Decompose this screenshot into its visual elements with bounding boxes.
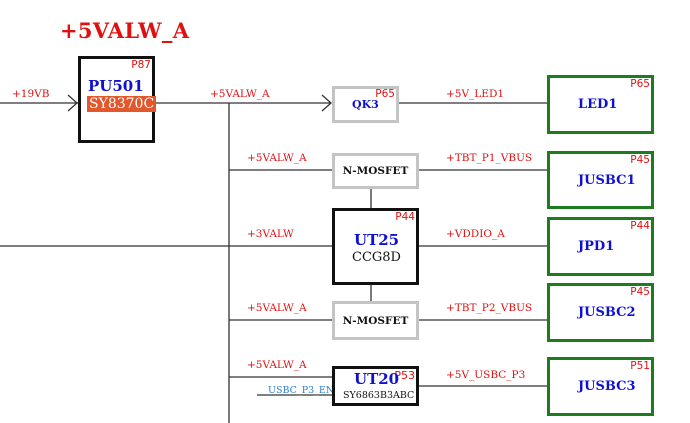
connector-jusbc3[interactable]: P51 JUSBC3: [547, 357, 654, 416]
net-label-pu501-out: +5VALW_A: [210, 88, 270, 100]
arrow-pu501-in: [67, 94, 78, 112]
page-ref: P44: [630, 220, 650, 232]
net-label-jpd1: +VDDIO_A: [446, 228, 505, 240]
page-ref: P65: [630, 78, 650, 90]
page-ref: P65: [375, 88, 395, 100]
net-label-led: +5V_LED1: [446, 88, 505, 100]
net-label-19vb: +19VB: [12, 88, 50, 100]
component-n-mosfet-1[interactable]: N-MOSFET: [332, 153, 419, 189]
connector-led1[interactable]: P65 LED1: [547, 75, 654, 134]
rail-title: +5VALW_A: [60, 18, 190, 43]
page-ref: P51: [630, 360, 650, 372]
net-label-mosfet1-in: +5VALW_A: [247, 152, 307, 164]
net-label-jusbc2: +TBT_P2_VBUS: [446, 302, 533, 314]
ref-designator: JUSBC3: [578, 379, 636, 394]
ref-designator: LED1: [578, 97, 618, 112]
connector-jusbc2[interactable]: P45 JUSBC2: [547, 283, 654, 342]
ref-designator: JUSBC1: [578, 173, 636, 188]
net-label-3valw: +3VALW: [247, 228, 294, 240]
component-n-mosfet-2[interactable]: N-MOSFET: [332, 301, 419, 340]
net-label-ut20-in: +5VALW_A: [247, 359, 307, 371]
part-number: SY8370C: [87, 96, 157, 112]
component-qk3[interactable]: P65 QK3: [332, 86, 399, 123]
net-label-mosfet2-in: +5VALW_A: [247, 302, 307, 314]
connector-jpd1[interactable]: P44 JPD1: [547, 217, 654, 276]
net-label-jusbc3: +5V_USBC_P3: [446, 369, 526, 381]
part-number: SY6863B3ABC: [343, 390, 415, 401]
arrow-qk3-in: [321, 94, 332, 112]
component-ut20[interactable]: P53 UT20 SY6863B3ABC: [332, 366, 419, 406]
ref-designator: JUSBC2: [578, 305, 636, 320]
ref-designator: QK3: [352, 98, 379, 111]
ref-designator: UT25: [354, 231, 400, 249]
ref-designator: JPD1: [578, 239, 615, 254]
ref-designator: PU501: [88, 77, 144, 95]
page-ref: P45: [630, 286, 650, 298]
signal-label-usbc-p3-en: USBC_P3_EN: [268, 385, 335, 396]
component-label: N-MOSFET: [342, 165, 409, 177]
page-ref: P53: [394, 369, 415, 382]
component-label: N-MOSFET: [342, 314, 409, 327]
ref-designator: UT20: [354, 370, 400, 388]
page-ref: P44: [395, 211, 415, 223]
component-pu501[interactable]: P87 PU501 SY8370C: [78, 56, 157, 143]
net-label-jusbc1: +TBT_P1_VBUS: [446, 152, 533, 164]
component-ut25[interactable]: P44 UT25 CCG8D: [332, 208, 419, 285]
connector-jusbc1[interactable]: P45 JUSBC1: [547, 151, 654, 209]
page-ref: P87: [131, 59, 151, 71]
part-number: CCG8D: [352, 250, 401, 265]
page-ref: P45: [630, 154, 650, 166]
